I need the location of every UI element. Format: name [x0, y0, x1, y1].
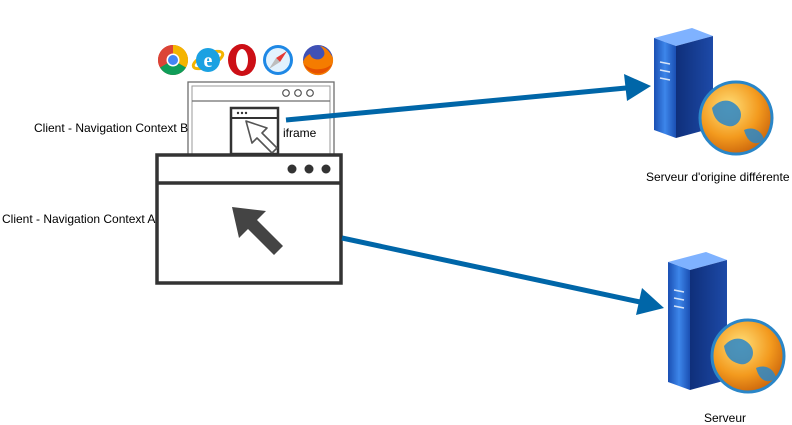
label-server: Serveur	[704, 411, 747, 425]
window-a-button	[304, 164, 314, 174]
firefox-icon	[303, 45, 334, 76]
arrow-to-other-origin	[285, 74, 651, 123]
window-b-button	[282, 89, 290, 97]
window-context-a	[155, 153, 343, 285]
server-icon	[668, 252, 786, 394]
window-a-button	[321, 164, 331, 174]
window-b-button	[294, 89, 302, 97]
label-context-b: Client - Navigation Context B	[34, 121, 189, 135]
cursor-arrow-icon	[232, 207, 283, 255]
chrome-icon	[157, 44, 189, 76]
safari-icon	[263, 45, 293, 75]
arrow-to-server	[341, 235, 664, 315]
cursor-arrow-icon	[245, 120, 278, 154]
window-b-button	[306, 89, 314, 97]
server-other-origin-icon	[654, 28, 774, 156]
label-server-other-origin: Serveur d'origine différente	[646, 170, 790, 184]
internet-explorer-icon: e	[191, 48, 225, 72]
label-context-a: Client - Navigation Context A	[2, 212, 156, 226]
svg-text:e: e	[204, 50, 213, 72]
label-iframe: iframe	[283, 126, 317, 140]
browser-logos: e	[157, 44, 334, 76]
opera-icon	[228, 44, 256, 76]
window-a-button	[287, 164, 297, 174]
